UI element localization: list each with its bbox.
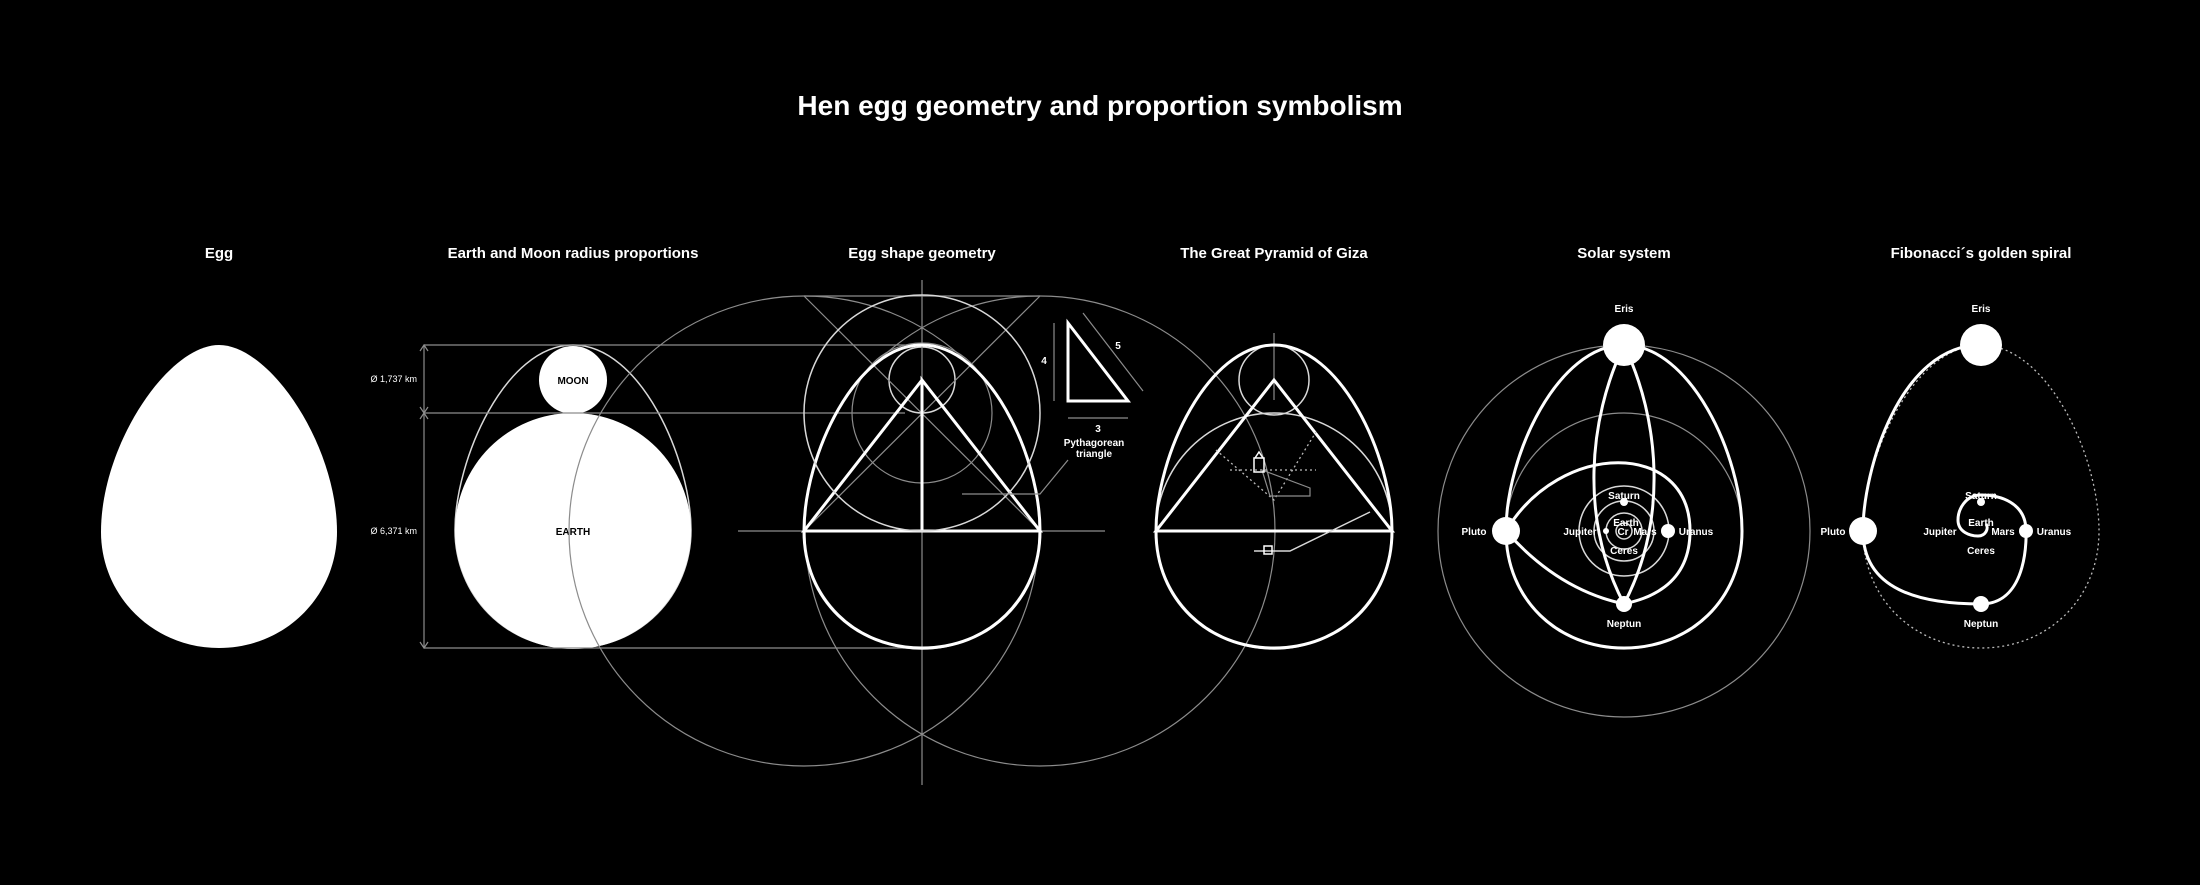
fib-planet-pluto <box>1849 517 1877 545</box>
fib-planet-eris <box>1960 324 2002 366</box>
egg-outline-pyramid <box>1154 343 1394 650</box>
kings-chamber <box>1253 457 1265 473</box>
panel-title-egg-geometry: Egg shape geometry <box>848 245 996 262</box>
moon-label: MOON <box>557 376 588 387</box>
fib-planet-saturn <box>1977 498 1985 506</box>
fib-label-saturn: Saturn <box>1965 491 1997 502</box>
solar-ring-3 <box>1615 522 1633 540</box>
label-mars: Mars <box>1633 527 1657 538</box>
solar-vertical-orbit <box>1592 344 1656 608</box>
planet-neptun <box>1616 596 1632 612</box>
panel-title-pyramid: The Great Pyramid of Giza <box>1180 245 1368 262</box>
label-jupiter: Jupiter <box>1563 527 1596 538</box>
panel-title-solar-system: Solar system <box>1577 245 1670 262</box>
pyth-side-a: 4 <box>1041 356 1047 367</box>
planet-pluto <box>1492 517 1520 545</box>
fib-label-ceres: Ceres <box>1967 546 1995 557</box>
earth-diameter: Ø 6,371 km <box>370 526 417 536</box>
earth-label: EARTH <box>556 527 590 538</box>
pyth-label-1: Pythagorean <box>1064 438 1125 449</box>
golden-spiral <box>1861 343 2028 606</box>
solar-loop-orbit <box>1504 461 1692 606</box>
panel-title-fibonacci: Fibonacci´s golden spiral <box>1891 245 2072 262</box>
egg-silhouette <box>101 345 337 648</box>
fib-label-earth: Earth <box>1968 518 1994 529</box>
planet-jupiter <box>1603 528 1609 534</box>
fib-label-jupiter: Jupiter <box>1923 527 1956 538</box>
fib-planet-neptun <box>1973 596 1989 612</box>
label-neptun: Neptun <box>1607 619 1641 630</box>
label-uranus: Uranus <box>1679 527 1714 538</box>
panel-pyramid: The Great Pyramid of Giza <box>1152 245 1396 650</box>
pyth-label-2: triangle <box>1076 449 1113 460</box>
dim-arrowheads <box>419 343 429 650</box>
main-title: Hen egg geometry and proportion symbolis… <box>797 90 1403 121</box>
pyth-side-b: 3 <box>1095 424 1101 435</box>
panel-egg: Egg <box>101 245 337 648</box>
panel-earth-moon: Earth and Moon radius proportions MOON E… <box>370 245 920 650</box>
planet-eris <box>1603 324 1645 366</box>
relieving-chambers <box>1254 450 1264 459</box>
moon-diameter: Ø 1,737 km <box>370 374 417 384</box>
pyth-leader-line <box>962 459 1069 495</box>
panel-title-egg: Egg <box>205 245 233 262</box>
solar-egg-outline <box>1504 343 1744 650</box>
earth-circle <box>455 413 691 649</box>
geometry-mid-circle <box>803 294 1041 532</box>
panel-egg-geometry: Egg shape geometry 4 3 5 Pythagorean tri… <box>568 245 1276 785</box>
label-cr: Cr <box>1617 527 1628 538</box>
fib-label-uranus: Uranus <box>2037 527 2072 538</box>
panel-solar-system: Solar system Eris Pluto Uranus Neptun Sa… <box>1437 245 1811 718</box>
planet-uranus <box>1661 524 1675 538</box>
grand-gallery <box>1261 469 1311 497</box>
pythagorean-triangle <box>1066 318 1132 403</box>
label-ceres: Ceres <box>1610 546 1638 557</box>
subterranean-chamber <box>1263 545 1273 555</box>
label-saturn: Saturn <box>1608 491 1640 502</box>
egg-triangle <box>800 375 1044 533</box>
pyth-dim-5 <box>1082 312 1144 392</box>
label-eris: Eris <box>1615 304 1634 315</box>
planet-saturn <box>1620 498 1628 506</box>
moon-circle <box>539 346 607 414</box>
label-earth: Earth <box>1613 518 1639 529</box>
fib-label-mars: Mars <box>1991 527 2015 538</box>
panel-fibonacci: Fibonacci´s golden spiral Eris Pluto Ura… <box>1821 245 2100 649</box>
fib-label-pluto: Pluto <box>1821 527 1846 538</box>
fib-label-neptun: Neptun <box>1964 619 1998 630</box>
egg-outline-geometry <box>802 343 1042 650</box>
label-pluto: Pluto <box>1462 527 1487 538</box>
fib-planet-uranus <box>2019 524 2033 538</box>
pyramid-shafts <box>1215 431 1317 501</box>
pyth-side-c: 5 <box>1115 341 1121 352</box>
descending-passage <box>1254 511 1371 552</box>
fib-label-eris: Eris <box>1972 304 1991 315</box>
panel-title-earth-moon: Earth and Moon radius proportions <box>448 245 699 262</box>
